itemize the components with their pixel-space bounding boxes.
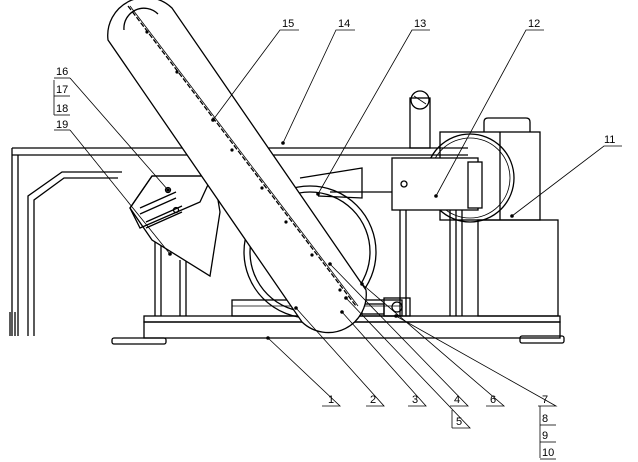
tension-arm — [299, 167, 392, 199]
label-12: 12 — [528, 18, 540, 30]
label-16: 16 — [56, 66, 68, 78]
upright-clamp — [409, 90, 431, 149]
label-7: 7 — [542, 394, 548, 406]
label-8: 8 — [542, 413, 548, 425]
label-13: 13 — [414, 18, 426, 30]
label-5: 5 — [456, 416, 462, 428]
label-10: 10 — [542, 447, 554, 459]
angled-guide-rail — [107, 0, 367, 334]
gearbox-housing — [391, 157, 483, 211]
label-1: 1 — [328, 394, 334, 406]
label-2: 2 — [370, 394, 376, 406]
label-14: 14 — [338, 18, 350, 30]
label-3: 3 — [412, 394, 418, 406]
label-15: 15 — [282, 18, 294, 30]
label-11: 11 — [604, 134, 615, 146]
label-17: 17 — [56, 84, 68, 96]
part-labels: 15 14 13 12 11 16 17 18 19 1 2 3 4 5 6 7… — [53, 18, 615, 460]
label-18: 18 — [56, 103, 68, 115]
label-4: 4 — [454, 394, 460, 406]
label-19: 19 — [56, 119, 68, 131]
leader-lines — [54, 29, 622, 458]
side-guard — [129, 175, 221, 278]
label-9: 9 — [542, 430, 548, 442]
label-6: 6 — [490, 394, 496, 406]
